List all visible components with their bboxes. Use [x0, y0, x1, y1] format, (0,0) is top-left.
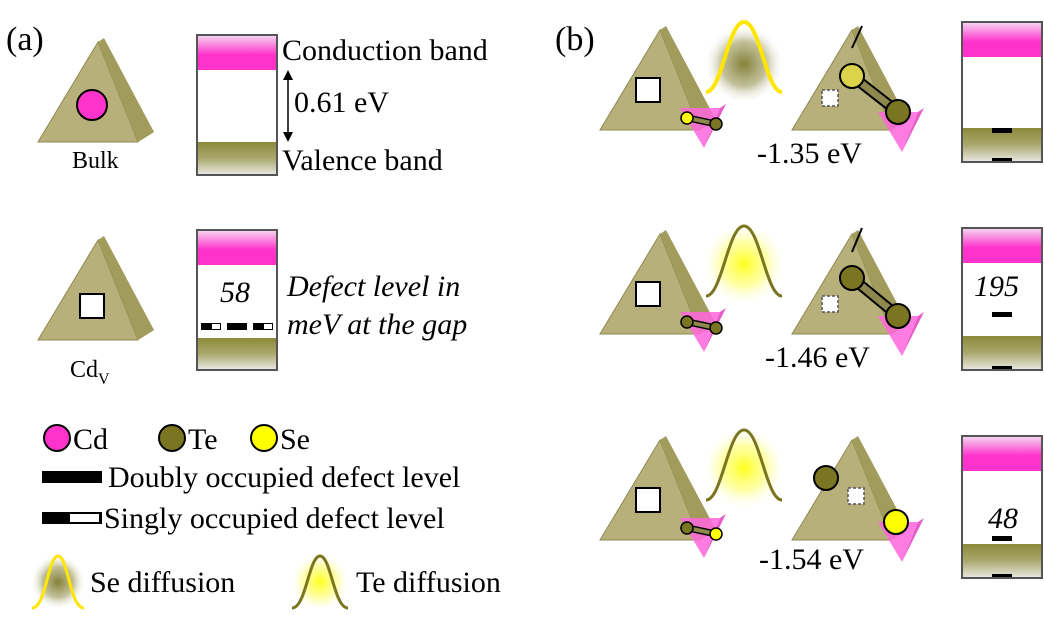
vacancy-icon — [79, 293, 105, 319]
legend-cd-label: Cd — [73, 423, 108, 456]
legend-doubly-label: Doubly occupied defect level — [108, 461, 460, 494]
row3-defect-value: 48 — [988, 502, 1018, 535]
row3: -1.54 eV 48 — [599, 426, 1043, 579]
bulk-caption: Bulk — [72, 148, 119, 174]
row2-defect-value: 195 — [974, 270, 1019, 303]
panel-b-label: (b) — [555, 21, 595, 58]
legend-se-label: Se — [280, 423, 310, 456]
legend-te-diffusion-label: Te diffusion — [356, 566, 501, 599]
cdv-band-diagram — [196, 229, 278, 371]
row2-band-diagram — [961, 227, 1043, 371]
cdv-tetrahedron — [37, 235, 155, 341]
cdv-defect-value: 58 — [220, 276, 250, 309]
row2-energy: -1.46 eV — [765, 341, 870, 374]
legend-te-icon — [158, 424, 186, 452]
row3-energy: -1.54 eV — [759, 543, 864, 576]
gap-arrow — [283, 70, 293, 142]
defect-note-line1: Defect level in — [286, 270, 460, 303]
legend-te-label: Te — [188, 423, 218, 456]
cd-atom-icon — [76, 89, 108, 121]
row3-final-tetrahedron — [791, 435, 909, 541]
cdv-caption: CdV — [70, 357, 110, 388]
defect-note-line2: meV at the gap — [287, 308, 467, 341]
panel-a-label: (a) — [6, 21, 44, 58]
row3-initial-tetrahedron — [599, 435, 717, 541]
row2: -1.46 eV 195 — [599, 222, 1043, 374]
row1-final-tetrahedron — [791, 25, 909, 131]
gap-value: 0.61 eV — [294, 86, 389, 119]
row3-te-diffusion-icon — [702, 426, 786, 510]
row1-energy: -1.35 eV — [757, 137, 862, 170]
row1-initial-tetrahedron — [599, 25, 717, 131]
row2-final-tetrahedron — [791, 229, 909, 335]
valence-band-label: Valence band — [282, 144, 443, 177]
row1-band-diagram — [961, 21, 1043, 163]
legend-singly-label: Singly occupied defect level — [104, 502, 445, 535]
row2-te-diffusion-icon — [702, 222, 786, 306]
valence-band-bar — [198, 142, 276, 174]
legend-se-icon — [250, 424, 278, 452]
te-diffusion-icon — [290, 552, 350, 612]
bulk-tetrahedron — [37, 37, 155, 143]
legend-cd-icon — [43, 424, 71, 452]
legend-se-diffusion-label: Se diffusion — [90, 566, 235, 599]
legend: Cd Te Se Doubly occupied defect level Si… — [30, 423, 501, 612]
row1: -1.35 eV — [599, 19, 1043, 170]
row3-band-diagram — [961, 435, 1043, 579]
se-diffusion-icon — [30, 554, 86, 610]
bulk-band-diagram — [196, 34, 278, 176]
conduction-band-label: Conduction band — [282, 34, 488, 67]
row2-initial-tetrahedron — [599, 229, 717, 335]
conduction-band-bar — [198, 36, 276, 70]
defect-levels — [201, 323, 273, 330]
row1-se-diffusion-icon — [704, 19, 784, 104]
doubly-occupied-icon — [42, 471, 102, 483]
